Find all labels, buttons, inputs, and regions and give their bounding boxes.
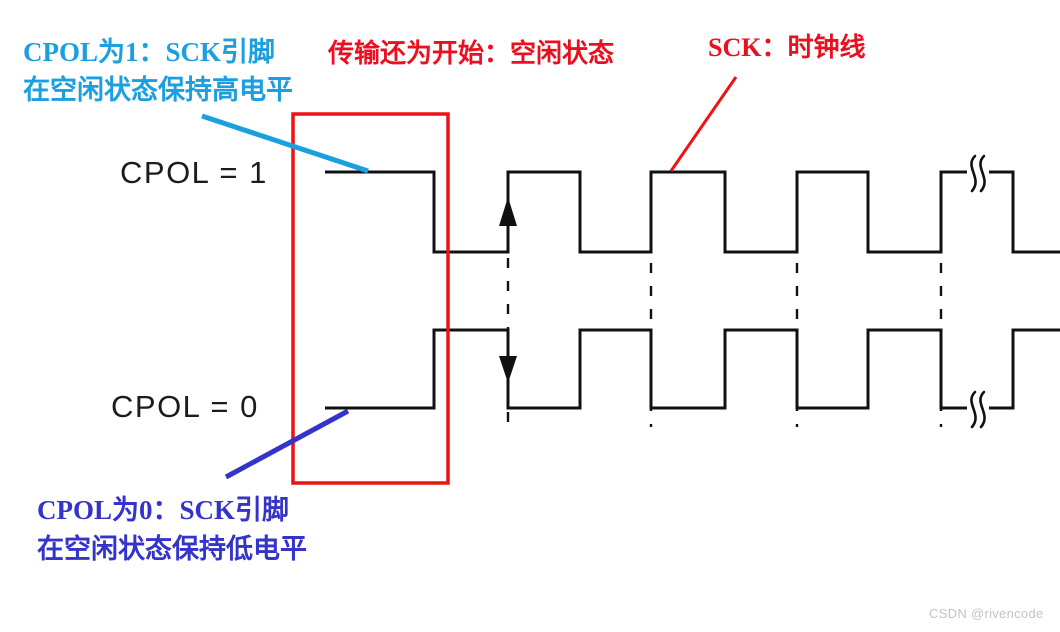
cpol1-annotation: CPOL为1：SCK引脚 在空闲状态保持高电平 bbox=[23, 33, 293, 109]
cpol0-waveform-label: CPOL = 0 bbox=[111, 389, 259, 424]
cpol1-annotation-line2: 在空闲状态保持高电平 bbox=[23, 75, 293, 105]
rising-edge-arrowhead bbox=[499, 197, 517, 226]
cpol1-pointer-line bbox=[201, 113, 369, 174]
cpol0-waveform-left bbox=[325, 328, 967, 410]
csdn-watermark: CSDN @rivencode bbox=[929, 606, 1044, 621]
cpol0-annotation-line2: 在空闲状态保持低电平 bbox=[37, 534, 307, 564]
cpol1-waveform-right bbox=[989, 170, 1060, 254]
idle-state-annotation: 传输还为开始：空闲状态 bbox=[328, 39, 615, 68]
break-symbol-bottom-2 bbox=[979, 390, 986, 429]
cpol1-annotation-line1: CPOL为1：SCK引脚 bbox=[23, 37, 276, 67]
cpol1-waveform-left bbox=[325, 170, 967, 254]
sck-pointer-line bbox=[669, 76, 738, 172]
sck-clock-annotation: SCK：时钟线 bbox=[708, 33, 866, 62]
break-symbol-top-2 bbox=[979, 154, 986, 193]
idle-state-highlight-box bbox=[291, 112, 450, 485]
cpol0-annotation-line1: CPOL为0：SCK引脚 bbox=[37, 495, 290, 525]
cpol0-waveform-right bbox=[989, 328, 1060, 410]
cpol1-waveform-label: CPOL = 1 bbox=[120, 155, 268, 190]
falling-edge-arrowhead bbox=[499, 356, 517, 383]
break-symbol-bottom-1 bbox=[970, 390, 977, 429]
break-symbol-top-1 bbox=[970, 154, 977, 193]
cpol0-pointer-line bbox=[224, 408, 350, 480]
cpol0-annotation: CPOL为0：SCK引脚 在空闲状态保持低电平 bbox=[37, 491, 307, 569]
